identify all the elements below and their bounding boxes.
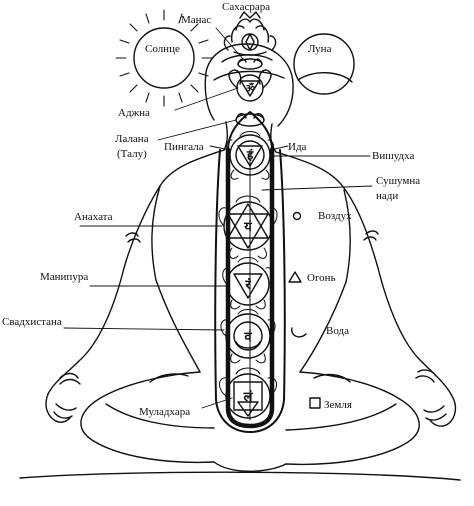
sun-symbol [115, 9, 213, 107]
label-fire: Огонь [307, 272, 336, 284]
label-sun: Солнце [145, 43, 180, 55]
label-air: Воздух [318, 210, 352, 222]
anahata-chakra [218, 195, 278, 259]
svadhisthana-mantra: वं [243, 329, 252, 345]
label-manipura: Манипура [40, 271, 88, 283]
sahasrara-lotus [223, 11, 277, 56]
label-ajna: Аджна [118, 107, 150, 119]
anahata-mantra: यं [243, 219, 252, 235]
label-lalana: Лалана [115, 133, 149, 145]
label-sahasrara: Сахасрара [222, 1, 270, 13]
water-symbol [291, 327, 307, 338]
vishuddha-mantra: हं [246, 148, 254, 162]
muladhara-mantra: लं [243, 389, 254, 405]
muladhara-chakra [219, 367, 277, 419]
vishuddha-chakra [225, 131, 275, 180]
label-pingala: Пингала [164, 141, 204, 153]
leader-lines [63, 27, 373, 409]
fire-symbol [288, 271, 302, 283]
air-symbol [292, 211, 302, 221]
manas-lotus [237, 58, 263, 70]
ajna-mantra: ॐ [245, 82, 255, 95]
labels: Сахасрара Манас Солнце Луна Аджна Лалана… [2, 1, 420, 418]
label-manas: Манас [181, 14, 211, 26]
label-svadhisthana: Свадхистана [2, 316, 62, 328]
label-talu: (Талу) [117, 148, 147, 160]
label-earth: Земля [324, 399, 352, 411]
sushumna-channel [214, 111, 286, 433]
label-nadi: нади [376, 190, 398, 202]
label-vishuddha: Вишудха [372, 150, 414, 162]
label-ida: Ида [288, 141, 307, 153]
manipura-chakra [222, 257, 274, 310]
moon-symbol [293, 33, 355, 95]
earth-symbol [309, 397, 321, 409]
label-water: Вода [326, 325, 349, 337]
label-moon: Луна [308, 43, 332, 55]
body-outline [19, 43, 461, 481]
manipura-mantra: रं [244, 277, 251, 293]
svadhisthana-chakra [220, 309, 276, 364]
mantra-glyphs: ॐ हं यं रं वं लं [243, 82, 255, 405]
label-sushumna: Сушумна [376, 175, 420, 187]
label-anahata: Анахата [74, 211, 113, 223]
label-muladhara: Муладхара [139, 406, 190, 418]
